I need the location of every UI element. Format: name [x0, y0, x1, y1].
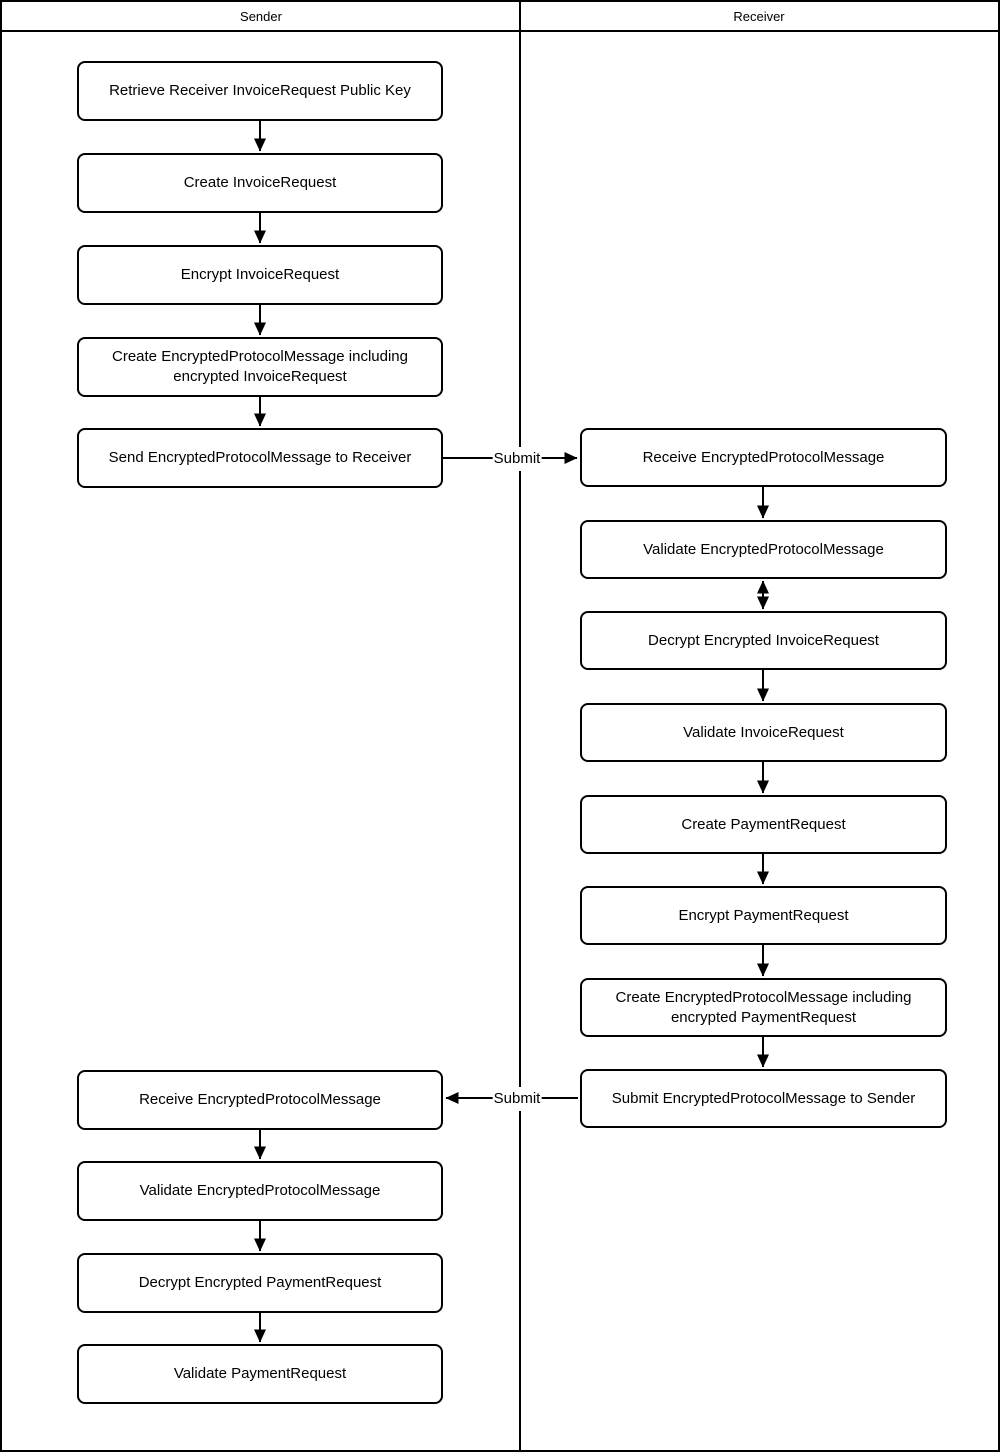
node-create-paymentrequest: Create PaymentRequest	[580, 795, 947, 854]
node-receive-encryptedprotocolmessage: Receive EncryptedProtocolMessage	[580, 428, 947, 487]
node-retrieve-receiver-public-key: Retrieve Receiver InvoiceRequest Public …	[77, 61, 443, 121]
node-validate-invoicerequest: Validate InvoiceRequest	[580, 703, 947, 762]
node-validate-encryptedprotocolmessage: Validate EncryptedProtocolMessage	[580, 520, 947, 579]
node-create-encryptedprotocolmessage-paymentrequest: Create EncryptedProtocolMessage includin…	[580, 978, 947, 1037]
node-encrypt-paymentrequest: Encrypt PaymentRequest	[580, 886, 947, 945]
node-decrypt-encrypted-invoicerequest: Decrypt Encrypted InvoiceRequest	[580, 611, 947, 670]
node-validate-paymentrequest: Validate PaymentRequest	[77, 1344, 443, 1404]
node-create-encryptedprotocolmessage-invoicerequest: Create EncryptedProtocolMessage includin…	[77, 337, 443, 397]
node-decrypt-encrypted-paymentrequest: Decrypt Encrypted PaymentRequest	[77, 1253, 443, 1313]
lane-header-receiver: Receiver	[733, 9, 785, 24]
node-encrypt-invoicerequest: Encrypt InvoiceRequest	[77, 245, 443, 305]
node-send-encryptedprotocolmessage: Send EncryptedProtocolMessage to Receive…	[77, 428, 443, 488]
node-validate-encryptedprotocolmessage-sender: Validate EncryptedProtocolMessage	[77, 1161, 443, 1221]
edge-label-submit-to-receiver: Submit	[492, 447, 542, 471]
node-submit-encryptedprotocolmessage: Submit EncryptedProtocolMessage to Sende…	[580, 1069, 947, 1128]
node-receive-encryptedprotocolmessage-sender: Receive EncryptedProtocolMessage	[77, 1070, 443, 1130]
lane-header-sender: Sender	[240, 9, 282, 24]
node-create-invoicerequest: Create InvoiceRequest	[77, 153, 443, 213]
edge-label-submit-to-sender: Submit	[492, 1087, 542, 1111]
